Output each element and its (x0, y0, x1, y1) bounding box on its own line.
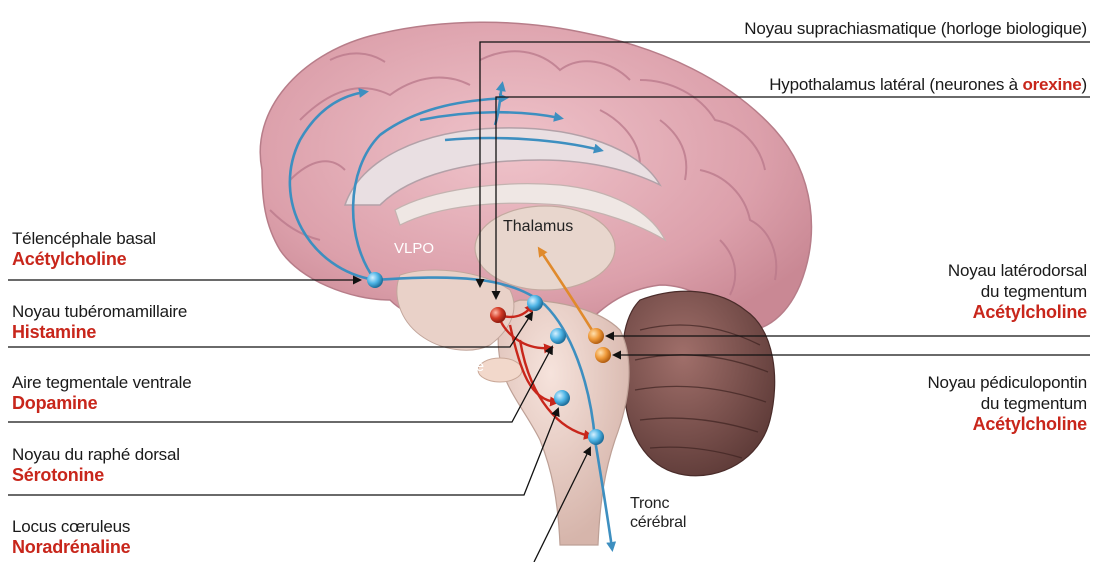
lateral-hypothalamus-nucleus (490, 307, 506, 323)
lc-nt-text: Noradrénaline (12, 537, 130, 558)
raphe-label: Noyau du raphé dorsal Sérotonine (12, 444, 180, 486)
tuberomammillary-label: Noyau tubéromamillaire Histamine (12, 301, 187, 343)
scn-text: Noyau suprachiasmatique (horloge biologi… (744, 18, 1087, 39)
ldt-line2-text: du tegmentum (948, 281, 1087, 302)
lh-suffix-text: ) (1082, 75, 1087, 94)
basal-nt-text: Acétylcholine (12, 249, 156, 270)
lateral-hypothalamus-label: Hypothalamus latéral (neurones à orexine… (769, 74, 1087, 95)
ldt-line1-text: Noyau latérodorsal (948, 260, 1087, 281)
lc-region-text: Locus cœruleus (12, 516, 130, 537)
tronc-line2-text: cérébral (630, 513, 686, 532)
ppt-nucleus (595, 347, 611, 363)
tuberomammillary-nucleus (527, 295, 543, 311)
ldt-nucleus (588, 328, 604, 344)
vta-nt-text: Dopamine (12, 393, 191, 414)
locus-coeruleus-nucleus (588, 429, 604, 445)
tmn-region-text: Noyau tubéromamillaire (12, 301, 187, 322)
vta-nucleus (550, 328, 566, 344)
tronc-line1-text: Tronc (630, 494, 686, 513)
basal-region-text: Télencéphale basal (12, 228, 156, 249)
scn-label: Noyau suprachiasmatique (horloge biologi… (744, 18, 1087, 39)
pituitary (478, 358, 522, 382)
raphe-nt-text: Sérotonine (12, 465, 180, 486)
ppt-line2-text: du tegmentum (927, 393, 1087, 414)
hypophyse-label: Hypophyse (409, 358, 484, 375)
vta-region-text: Aire tegmentale ventrale (12, 372, 191, 393)
lh-prefix-text: Hypothalamus latéral (neurones à (769, 75, 1022, 94)
ldt-nt-text: Acétylcholine (948, 302, 1087, 323)
raphe-region-text: Noyau du raphé dorsal (12, 444, 180, 465)
ldt-label: Noyau latérodorsal du tegmentum Acétylch… (948, 260, 1087, 323)
locus-coeruleus-label: Locus cœruleus Noradrénaline (12, 516, 130, 558)
lh-keyword-text: orexine (1022, 75, 1081, 94)
tmn-nt-text: Histamine (12, 322, 187, 343)
tronc-label: Tronc cérébral (630, 494, 686, 532)
basal-telencephalon-label: Télencéphale basal Acétylcholine (12, 228, 156, 270)
ppt-label: Noyau pédiculopontin du tegmentum Acétyl… (927, 372, 1087, 435)
ppt-nt-text: Acétylcholine (927, 414, 1087, 435)
ppt-line1-text: Noyau pédiculopontin (927, 372, 1087, 393)
cerebral-cortex (260, 22, 811, 339)
basal-forebrain-nucleus (367, 272, 383, 288)
vta-label: Aire tegmentale ventrale Dopamine (12, 372, 191, 414)
thalamus-label: Thalamus (503, 218, 573, 236)
cerebellum (622, 291, 774, 475)
vlpo-label: VLPO (394, 240, 434, 257)
raphe-nucleus (554, 390, 570, 406)
